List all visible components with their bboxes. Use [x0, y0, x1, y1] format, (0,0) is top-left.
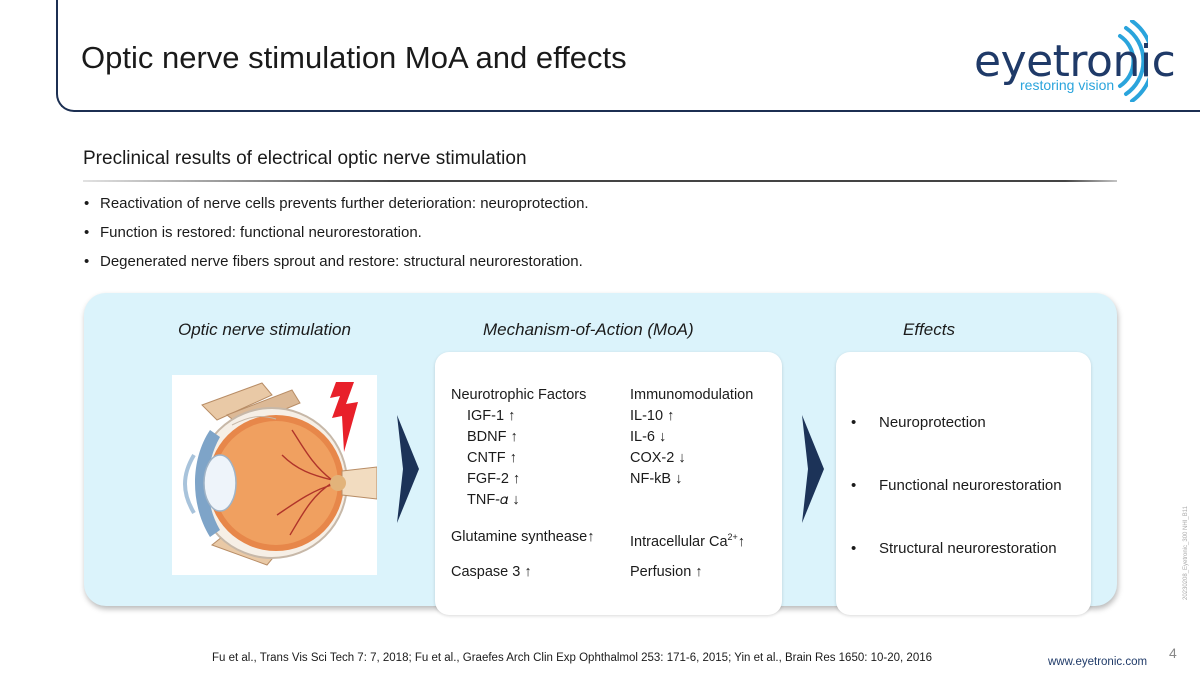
- header-frame: [56, 0, 1200, 112]
- eye-illustration: [172, 375, 377, 575]
- effects-heading: Effects: [903, 320, 955, 339]
- bullet-list: •Reactivation of nerve cells prevents fu…: [84, 196, 589, 283]
- bullet-item: •Function is restored: functional neuror…: [84, 224, 422, 241]
- subtitle-divider: [83, 180, 1117, 182]
- website-link[interactable]: www.eyetronic.com: [1048, 656, 1148, 668]
- neurotrophic-heading: Neurotrophic Factors: [451, 387, 587, 403]
- logo-arcs-icon: [1118, 20, 1148, 102]
- bullet-item: •Reactivation of nerve cells prevents fu…: [84, 195, 589, 212]
- immunomodulation-heading: Immunomodulation: [630, 387, 754, 403]
- moa-item: CNTF ↑: [467, 450, 517, 466]
- document-code: 20230208_Eyetronic_300 NHI_B11: [1183, 506, 1189, 600]
- logo-tagline: restoring vision: [1020, 77, 1115, 93]
- stimulation-heading: Optic nerve stimulation: [178, 320, 351, 339]
- section-subtitle: Preclinical results of electrical optic …: [83, 148, 527, 169]
- effect-item: •Functional neurorestoration: [851, 477, 1062, 494]
- moa-item: BDNF ↑: [467, 429, 518, 445]
- moa-item: IGF-1 ↑: [467, 408, 516, 424]
- slide-title: Optic nerve stimulation MoA and effects: [81, 40, 627, 75]
- lightning-icon: [330, 382, 358, 452]
- moa-item: IL-6 ↓: [630, 429, 667, 445]
- neurotrophic-factors-list: Neurotrophic Factors IGF-1 ↑ BDNF ↑ CNTF…: [451, 385, 586, 511]
- bullet-item: •Degenerated nerve fibers sprout and res…: [84, 253, 583, 270]
- moa-box: [435, 352, 782, 615]
- moa-item: NF-kB ↓: [630, 471, 683, 487]
- caspase-item: Caspase 3 ↑: [451, 564, 532, 580]
- moa-heading: Mechanism-of-Action (MoA): [483, 320, 694, 339]
- effect-item: •Neuroprotection: [851, 414, 986, 431]
- eyetronic-logo: eyetronic restoring vision: [968, 20, 1176, 102]
- effects-box: [836, 352, 1091, 615]
- chevron-right-icon: [397, 415, 419, 523]
- moa-item: IL-10 ↑: [630, 408, 675, 424]
- moa-item: COX-2 ↓: [630, 450, 686, 466]
- page-number: 4: [1169, 645, 1177, 661]
- chevron-right-icon: [802, 415, 824, 523]
- effect-item: •Structural neurorestoration: [851, 540, 1057, 557]
- glutamine-item: Glutamine synthease↑: [451, 529, 595, 545]
- moa-item: TNF-𝛼 ↓: [467, 492, 520, 508]
- calcium-item: Intracellular Ca2+↑: [630, 532, 746, 550]
- perfusion-item: Perfusion ↑: [630, 564, 703, 580]
- logo-wordmark: eyetronic: [974, 36, 1176, 87]
- references: Fu et al., Trans Vis Sci Tech 7: 7, 2018…: [212, 652, 933, 664]
- moa-item: FGF-2 ↑: [467, 471, 521, 487]
- immunomodulation-list: Immunomodulation IL-10 ↑ IL-6 ↓ COX-2 ↓ …: [630, 385, 753, 490]
